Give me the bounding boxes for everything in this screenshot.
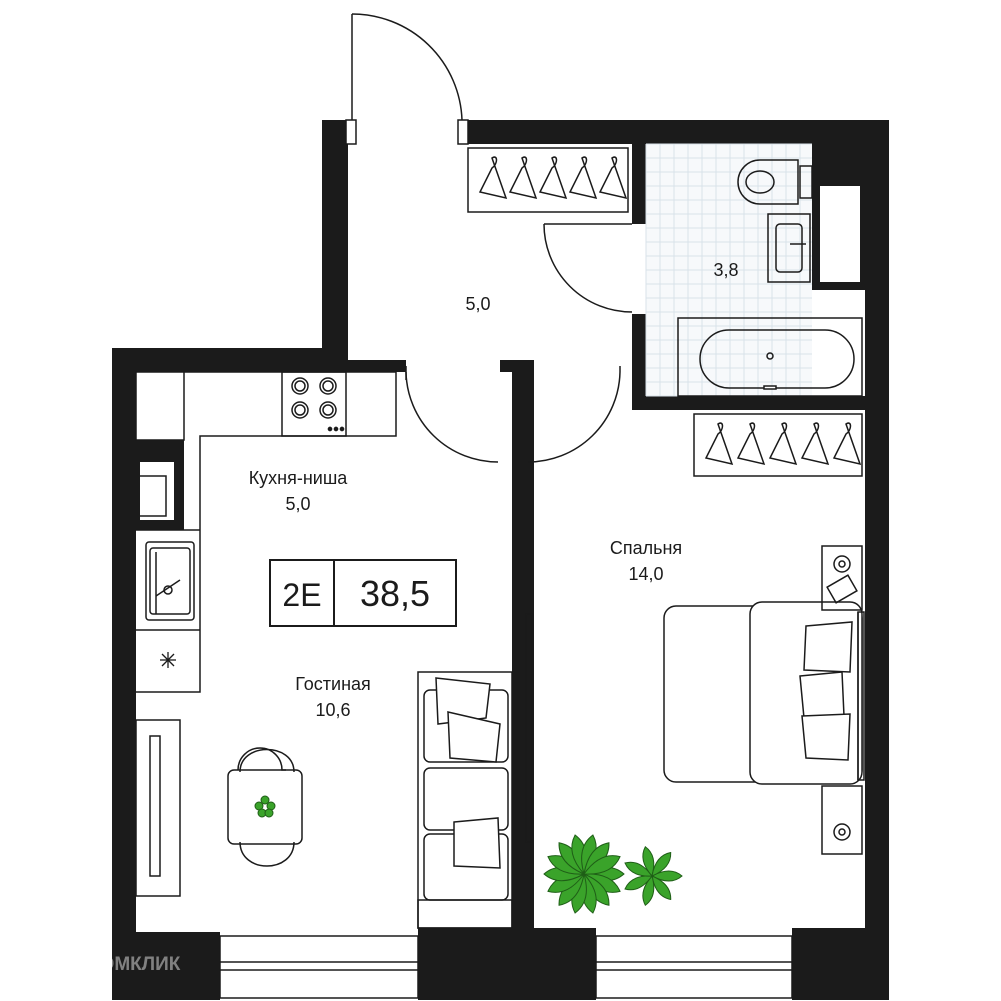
hanger-icon xyxy=(768,422,798,466)
wall-top-right xyxy=(464,120,888,144)
dining-table xyxy=(227,747,303,867)
niche-top-box xyxy=(135,371,185,441)
living-name: Гостиная xyxy=(295,674,371,694)
window-living xyxy=(219,935,419,999)
walls xyxy=(112,120,889,1000)
kitchen-name: Кухня-ниша xyxy=(249,468,349,488)
bedroom-area: 14,0 xyxy=(628,564,663,584)
plant-small xyxy=(624,846,683,906)
wall-stub-2 xyxy=(500,360,524,372)
bathroom-tiles xyxy=(645,143,812,397)
house-logo-icon xyxy=(50,946,82,976)
apartment-badge: 2E 38,5 xyxy=(269,559,457,627)
table-plant-icon xyxy=(254,795,276,818)
cooktop xyxy=(281,371,347,437)
kitchen-sink xyxy=(145,541,195,621)
hanger-icon xyxy=(832,422,862,466)
svg-text:ДОМКЛИК: ДОМКЛИК xyxy=(86,954,181,975)
hanger-icon xyxy=(704,422,734,466)
hanger-icon xyxy=(568,156,598,200)
bedroom-name: Спальня xyxy=(610,538,682,558)
domclick-watermark: ДОМКЛИК xyxy=(50,946,181,976)
bedroom-door xyxy=(527,366,621,463)
leaf xyxy=(642,874,655,906)
bed xyxy=(663,601,865,785)
entrance-door xyxy=(345,13,469,145)
hanger-icon xyxy=(598,156,628,200)
niche-line xyxy=(140,475,167,517)
doors xyxy=(345,13,633,463)
wardrobe-bedroom xyxy=(693,413,863,477)
leaf xyxy=(583,855,621,875)
wall-stub-1 xyxy=(346,360,406,372)
wardrobe-hall xyxy=(467,147,629,213)
leaf xyxy=(624,861,653,877)
hanger-icon xyxy=(508,156,538,200)
leaf xyxy=(624,875,653,891)
cabinet-living xyxy=(135,719,181,897)
wall-left xyxy=(112,348,136,1000)
wall-bath-left-mid xyxy=(632,314,646,360)
wall-partition-living-bedroom xyxy=(512,360,534,930)
wall-kitchen-top xyxy=(112,348,348,372)
plant-large xyxy=(543,834,625,914)
wall-right xyxy=(865,120,889,1000)
leaf xyxy=(650,870,683,882)
leaf xyxy=(651,875,672,901)
hanger-icon xyxy=(478,156,508,200)
wall-hall-left xyxy=(322,120,348,372)
kitchen-area: 5,0 xyxy=(285,494,310,514)
fridge-snowflake xyxy=(160,652,176,668)
total-area: 38,5 xyxy=(360,573,430,614)
wall-bottom-right xyxy=(792,928,889,1000)
wall-bottom-mid xyxy=(418,928,596,1000)
hanger-icon xyxy=(736,422,766,466)
window-bedroom xyxy=(595,935,793,999)
bathroom-door xyxy=(543,223,633,313)
windows xyxy=(219,935,793,999)
wall-bath-left-top xyxy=(632,144,646,224)
niche-void xyxy=(140,462,174,520)
sofa xyxy=(417,671,513,929)
bathroom-area: 3,8 xyxy=(713,260,738,280)
toilet xyxy=(737,159,813,205)
bath-sink xyxy=(767,213,811,283)
leaf xyxy=(642,846,655,878)
hanger-icon xyxy=(538,156,568,200)
wall-bottom-left xyxy=(112,932,220,1000)
leaf xyxy=(651,851,672,877)
living-area: 10,6 xyxy=(315,700,350,720)
nightstand-bottom xyxy=(821,785,863,855)
hanger-icon xyxy=(800,422,830,466)
hall-area: 5,0 xyxy=(465,294,490,314)
apartment-type: 2E xyxy=(282,577,321,613)
sliding-door xyxy=(525,613,533,843)
wall-bath-bottom xyxy=(632,396,868,410)
shaft-void xyxy=(820,186,860,282)
bathtub xyxy=(677,317,863,397)
kitchen-door xyxy=(405,366,499,463)
nightstand-top xyxy=(821,545,863,611)
